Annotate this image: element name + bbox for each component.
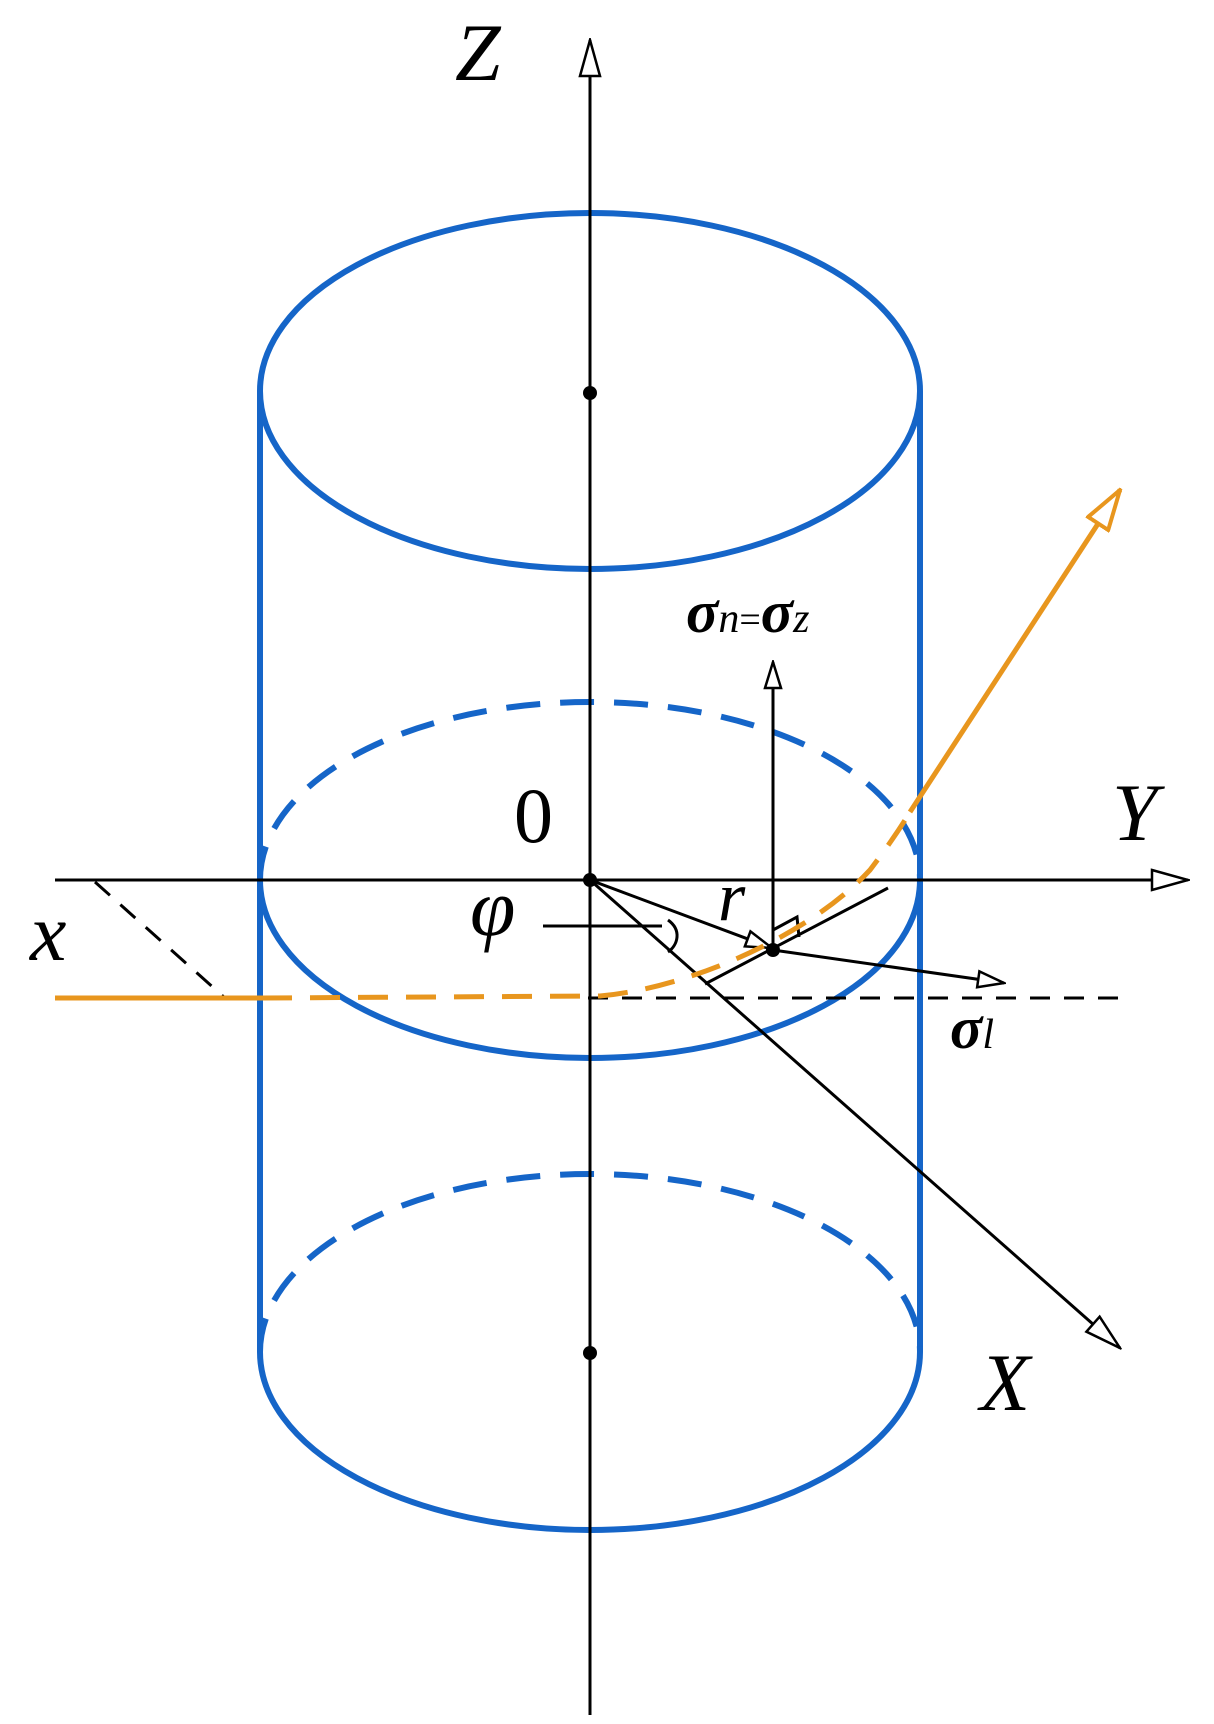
z-axis-label: Z <box>455 7 502 98</box>
sigma-l-label: σl <box>950 995 994 1061</box>
y-axis-label: Y <box>1112 767 1165 858</box>
phi-label: φ <box>470 862 515 953</box>
origin-point <box>583 873 597 887</box>
x-axis-label: X <box>977 1337 1033 1428</box>
bottom-center-point <box>583 1346 597 1360</box>
sigma-l-arrow <box>772 948 1004 983</box>
x-axis <box>589 878 1120 1348</box>
phi-angle-arc <box>667 918 679 954</box>
curve-solid-right <box>907 490 1120 814</box>
top-center-point <box>583 386 597 400</box>
surface-point <box>766 943 780 957</box>
radius-line <box>589 878 772 948</box>
dashed-x-projection <box>94 880 226 1000</box>
right-angle-marker <box>772 914 801 938</box>
orange-curve <box>55 490 1120 1001</box>
labels: Z Y X x 0 φ r σn=σz σl <box>29 7 1165 1428</box>
points <box>583 386 780 1360</box>
curve-dashed-middle <box>261 810 913 1001</box>
x-small-label: x <box>29 887 66 978</box>
sigma-n-z-label: σn=σz <box>686 579 809 645</box>
axes <box>55 40 1188 1715</box>
r-label: r <box>718 859 746 936</box>
tangent-line <box>704 886 889 986</box>
origin-label: 0 <box>514 772 553 859</box>
